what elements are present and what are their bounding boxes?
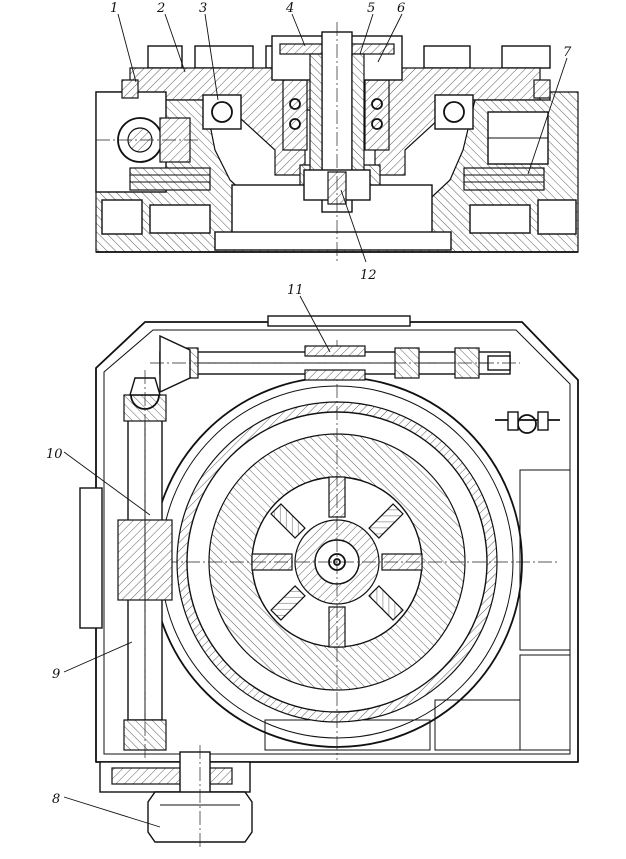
- leader-7: [527, 57, 568, 175]
- callouts: 1 2 3 4 5 6 7 12 11 10 9 8: [46, 1, 572, 807]
- section-view: [95, 22, 579, 262]
- callout-10: 10: [46, 447, 63, 462]
- callout-4: 4: [285, 1, 294, 16]
- callout-6: 6: [397, 1, 405, 16]
- plan-view: [79, 315, 579, 850]
- worm-shaft-vertical: [117, 370, 173, 780]
- bottom-gear: [99, 745, 253, 850]
- leader-2: [164, 13, 186, 73]
- leader-8: [63, 796, 161, 828]
- callout-2: 2: [156, 1, 165, 16]
- top-cover: [267, 315, 411, 327]
- callout-9: 9: [52, 667, 60, 682]
- leader-lines: [63, 13, 568, 828]
- table-top-blocks: [147, 45, 551, 69]
- callout-11: 11: [287, 283, 304, 298]
- bearings: [202, 79, 474, 151]
- leader-9: [63, 641, 133, 673]
- gear-rim-right: [463, 167, 545, 191]
- leader-11: [299, 295, 331, 353]
- callout-3: 3: [199, 1, 207, 16]
- horizontal-shaft: [150, 334, 520, 394]
- leader-5: [359, 13, 374, 55]
- side-flange: [79, 487, 103, 629]
- leader-3: [204, 13, 219, 101]
- leader-4: [291, 13, 306, 47]
- leader-12: [340, 189, 367, 263]
- housing-outline: [95, 321, 579, 763]
- leader-10: [63, 451, 151, 516]
- callout-8: 8: [52, 792, 60, 807]
- callout-1: 1: [110, 1, 118, 16]
- leader-1: [117, 13, 137, 83]
- gear-rim-left: [129, 167, 211, 191]
- callout-7: 7: [563, 45, 572, 60]
- leader-6: [377, 13, 403, 63]
- callout-12: 12: [360, 268, 377, 283]
- worm-wheel: [120, 340, 560, 760]
- valve: [495, 411, 560, 434]
- callout-5: 5: [367, 1, 375, 16]
